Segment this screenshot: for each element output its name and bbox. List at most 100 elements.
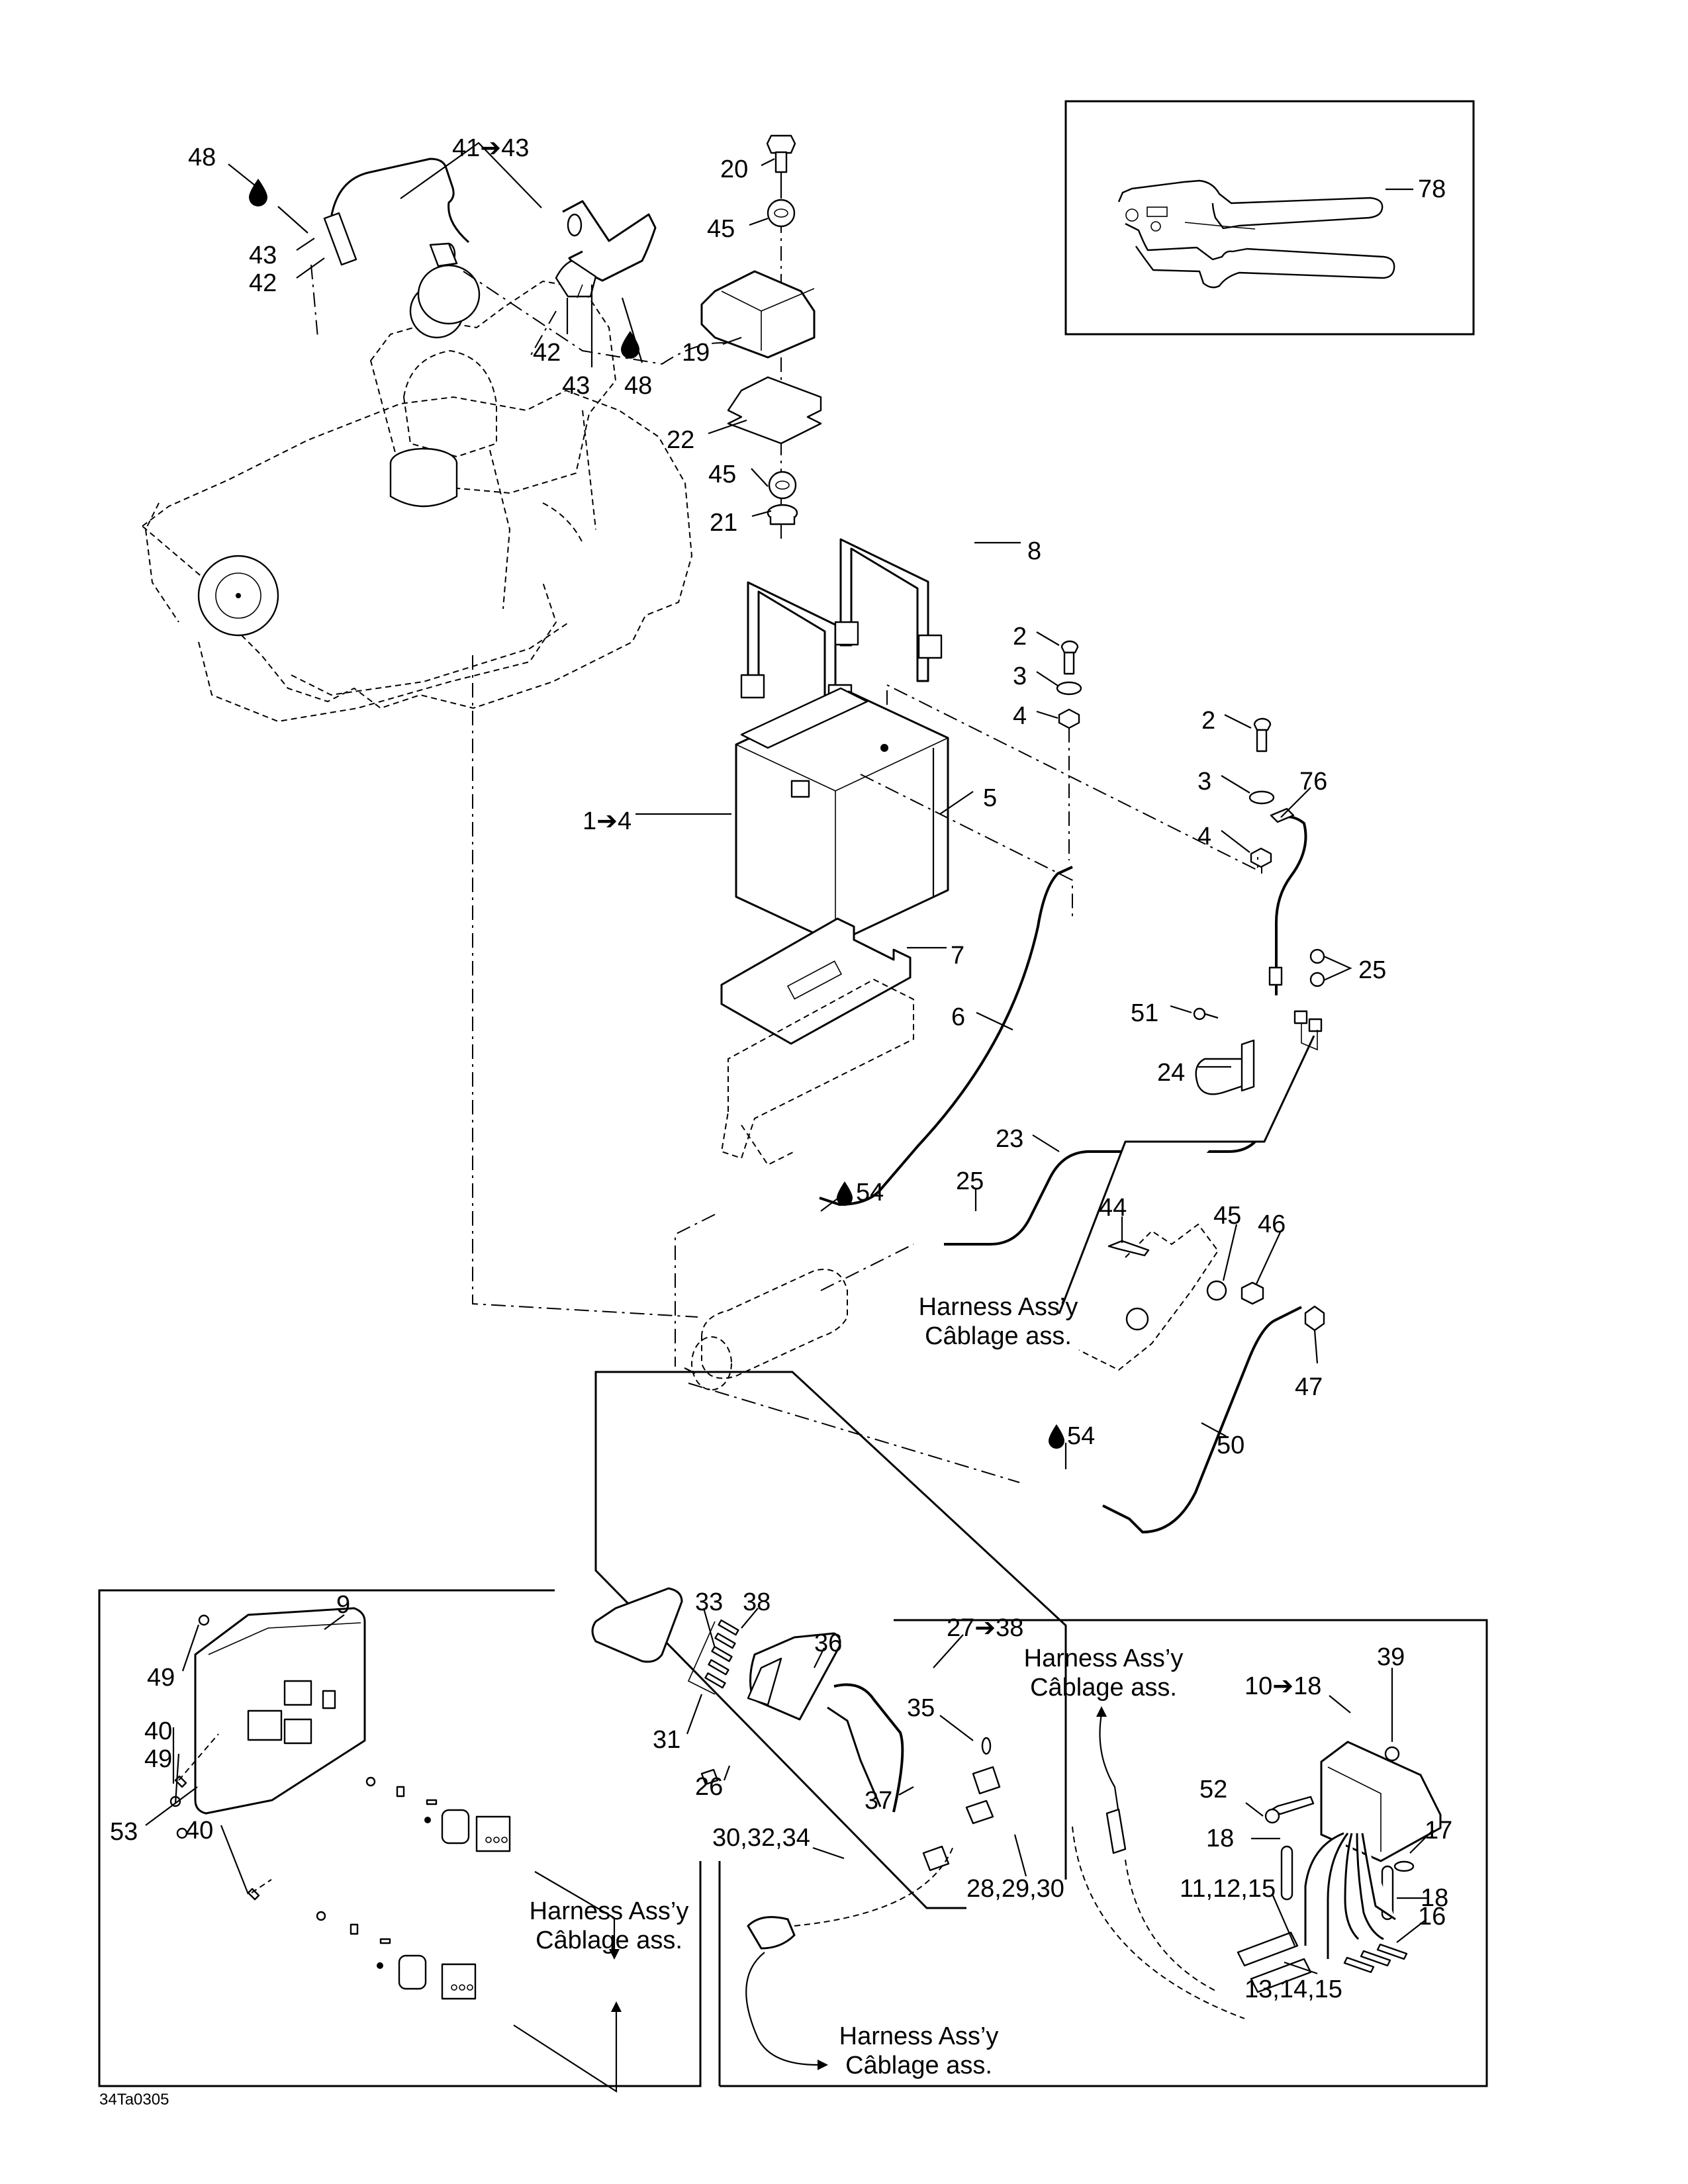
callout-23: 23 [996,1125,1023,1153]
callout-53: 53 [110,1818,138,1846]
chassis-ground-point [1078,1223,1325,1371]
callout-4: 4 [1197,823,1211,850]
harness-note-en: Harness Ass’y [919,1293,1078,1321]
connector-13-14-15 [1250,1958,1312,1993]
lubricant-drop-icon [837,1181,853,1206]
connector-11-12-15 [1237,1931,1299,1967]
callout-49: 49 [144,1745,172,1773]
callout-76: 76 [1299,768,1327,796]
tool-inset-frame [1064,100,1475,336]
regulator-connector [749,1632,841,1721]
callout-18: 18 [1421,1884,1448,1912]
solenoid [1193,948,1325,1095]
callout-8: 8 [1027,537,1041,565]
callout-24: 24 [1157,1059,1185,1087]
callout-38: 38 [743,1588,771,1616]
callout-40: 40 [185,1817,213,1844]
connector-kit-upper [365,1776,511,1852]
battery-hardware [1056,640,1275,868]
callout-2: 2 [1201,707,1215,735]
callout-45: 45 [707,215,735,243]
callout-28-29-30: 28,29,30 [966,1875,1064,1903]
cdi-module-assembly [1237,1741,1442,1993]
battery-dashed-guides [472,655,1262,1483]
harness-note-fr: Câblage ass. [845,2052,992,2079]
callout-4: 4 [1013,702,1027,730]
callout-39: 39 [1377,1643,1405,1671]
callout-3: 3 [1013,662,1027,690]
callout-20: 20 [720,156,748,183]
engine-reference [141,264,693,723]
callout-45: 45 [708,461,736,488]
callout-25: 25 [956,1167,984,1195]
callout-42: 42 [249,269,277,297]
callout-37: 37 [865,1787,892,1815]
callout-6: 6 [951,1003,965,1031]
battery-callout-leaders [635,541,1352,1469]
lubricant-drop-icon [249,179,267,206]
callout-50: 50 [1217,1432,1244,1459]
callout-7: 7 [951,942,964,970]
callout-33: 33 [695,1588,723,1616]
engine-callout-leaders [228,142,735,367]
callout-78: 78 [1418,175,1446,203]
drawing-code: 34Ta0305 [99,2091,169,2109]
callout-25: 25 [1358,956,1386,984]
tool-inset: 78 [1064,100,1475,336]
callout-16: 16 [1418,1903,1446,1931]
harness-connector [747,1916,796,1950]
harness-note-fr: Câblage ass. [925,1322,1072,1350]
harness-note-en: Harness Ass’y [839,2023,999,2050]
callout-54: 54 [1067,1422,1095,1450]
lubricant-drop-icon [1049,1424,1064,1449]
gasket [727,376,822,445]
harness-note-en: Harness Ass’y [1024,1645,1184,1672]
callout-40: 40 [144,1717,172,1745]
star-washer [767,199,796,228]
callout-31: 31 [653,1726,680,1754]
electrical-callout-leaders [686,1608,1434,1975]
electrical-inset [594,1371,1488,2087]
ignition-coil-stack [700,134,822,543]
callout-43: 43 [562,372,590,400]
callout-45: 45 [1213,1202,1241,1230]
terminal-block [687,1619,739,1695]
callout-48: 48 [188,144,216,171]
callout-54: 54 [856,1179,884,1206]
coolant-hose-assembly [323,158,657,298]
callout-36: 36 [814,1629,842,1657]
callout-41-43: 41➔43 [452,134,529,162]
battery [735,687,949,944]
connector-kit-lower [316,1911,477,2000]
battery-straps [740,538,943,725]
callout-3: 3 [1197,768,1211,796]
callout-35: 35 [907,1694,935,1722]
callout-52: 52 [1199,1776,1227,1803]
ecu-callout-leaders [145,1614,345,1895]
callout-5: 5 [983,784,997,812]
callout-21: 21 [710,509,737,537]
callout-17: 17 [1425,1817,1452,1844]
lubricant-drop-icon [621,331,639,359]
callout-9: 9 [336,1591,350,1619]
voltage-regulator-assembly [591,1587,1245,2070]
callout-46: 46 [1258,1210,1286,1238]
callout-30-32-34: 30,32,34 [712,1824,810,1852]
harness-note-en: Harness Ass’y [530,1897,689,1925]
battery-tray [720,917,912,1045]
callout-43: 43 [249,242,277,269]
callout-42: 42 [533,339,561,367]
callout-13-14-15: 13,14,15 [1244,1976,1342,2003]
callout-26: 26 [695,1773,723,1801]
callout-19: 19 [682,339,710,367]
callout-47: 47 [1295,1373,1323,1401]
harness-note-fr: Câblage ass. [1030,1674,1177,1702]
callout-1-4: 1➔4 [583,807,632,835]
coil-callout-leaders [708,158,775,518]
harness-note-fr: Câblage ass. [536,1927,682,1954]
callout-44: 44 [1099,1194,1127,1222]
regulator-cover [591,1587,683,1663]
crimping-pliers-icon [1117,179,1395,289]
callout-49: 49 [147,1664,175,1692]
